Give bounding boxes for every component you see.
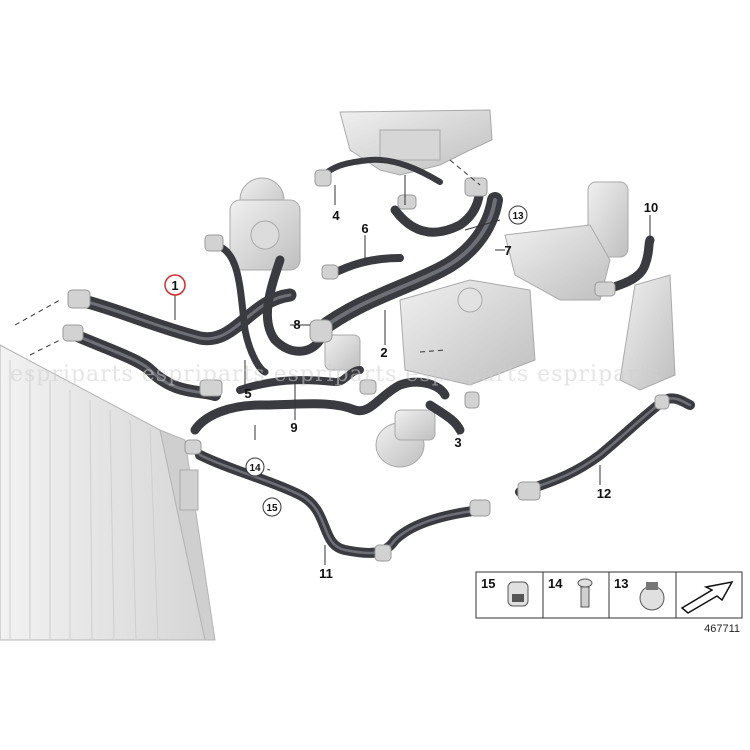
- watermark: espriparts espriparts espriparts espripa…: [10, 362, 661, 387]
- engine-block-top: [339, 109, 493, 176]
- expansion-tank: [399, 279, 536, 386]
- legend-item-13-num: 13: [614, 576, 628, 591]
- callout-12: 12: [597, 486, 611, 501]
- callout-3: 3: [454, 435, 461, 450]
- callouts: 1 2 3 4 5 6 7 8 9 10 11 12 13 14 15: [164, 200, 658, 581]
- callout-13-circle: [508, 205, 528, 225]
- callout-11: 11: [319, 566, 333, 581]
- hose-clamp-icon: [639, 582, 665, 611]
- callout-1-highlight: [164, 274, 186, 296]
- callout-9: 9: [290, 420, 297, 435]
- push-rivet-icon: [577, 578, 593, 608]
- callout-15-circle: [262, 497, 282, 517]
- thermostat-housing: [324, 334, 361, 371]
- oil-cooler: [619, 274, 676, 391]
- callout-10: 10: [644, 200, 658, 215]
- oil-filter-housing: [504, 181, 629, 301]
- water-pump: [229, 177, 301, 271]
- legend-item-15-num: 15: [481, 576, 495, 591]
- hose-fittings: [62, 169, 670, 562]
- callout-13: 13: [512, 211, 524, 222]
- callout-7: 7: [504, 243, 511, 258]
- legend-item-14-num: 14: [548, 576, 563, 591]
- aux-pump: [375, 409, 436, 468]
- callout-5: 5: [244, 386, 251, 401]
- reference-number: 467711: [704, 623, 740, 635]
- callout-14: 14: [249, 463, 261, 474]
- callout-14-circle: [245, 457, 265, 477]
- callout-4: 4: [332, 208, 340, 223]
- hose-clamp-icon: [507, 581, 529, 607]
- arrow-symbol-icon: [680, 580, 734, 614]
- leader-lines: [14, 159, 651, 565]
- callout-8: 8: [293, 317, 300, 332]
- legend: 15 14 13 467711: [475, 571, 743, 635]
- radiator: [0, 344, 216, 641]
- hoses: [69, 156, 695, 558]
- callout-6: 6: [361, 221, 368, 236]
- callout-15: 15: [266, 503, 278, 514]
- callout-2: 2: [380, 345, 387, 360]
- callout-1: 1: [171, 278, 178, 293]
